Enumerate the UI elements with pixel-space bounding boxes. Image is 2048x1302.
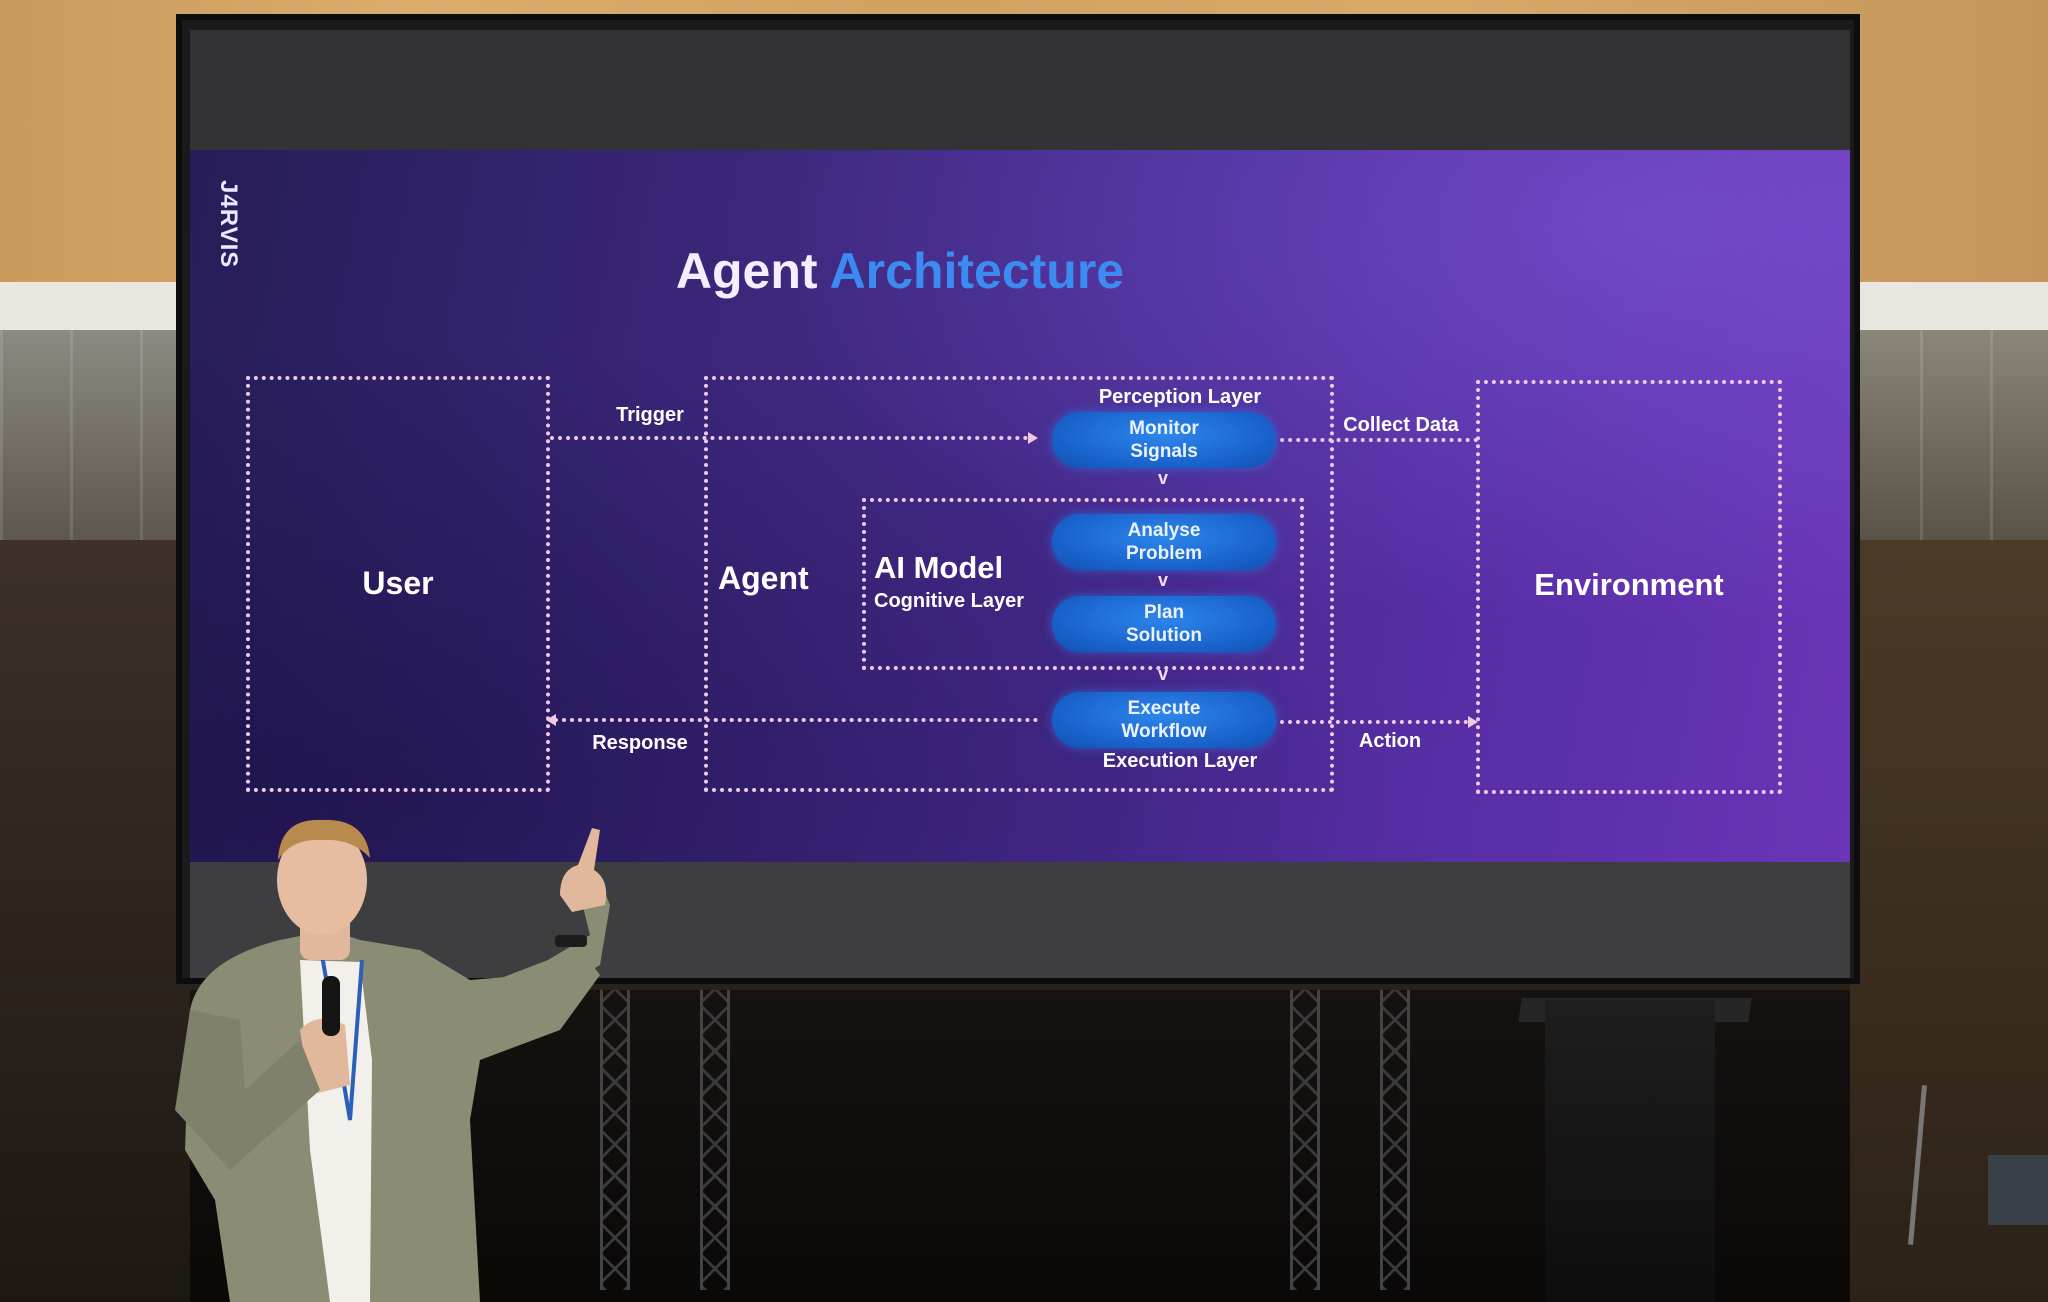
agent-box: Agent bbox=[704, 376, 1334, 792]
plan-solution-pill: Plan Solution bbox=[1052, 596, 1276, 652]
trigger-arrow-icon bbox=[1028, 432, 1038, 444]
pill-line: Plan bbox=[1143, 602, 1185, 623]
ai-model-label: AI Model bbox=[874, 550, 1004, 585]
chevron-down-icon: v bbox=[1158, 664, 1169, 684]
environment-label: Environment bbox=[1534, 567, 1724, 602]
chevron-down-icon: v bbox=[1158, 570, 1169, 590]
pill-line: Execute bbox=[1127, 698, 1201, 719]
response-line bbox=[554, 718, 1038, 722]
action-line bbox=[1272, 720, 1468, 724]
slide-title: Agent Architecture bbox=[190, 242, 1610, 300]
response-arrow-icon bbox=[546, 714, 556, 726]
pill-line: Analyse bbox=[1127, 520, 1201, 541]
action-label: Action bbox=[1358, 730, 1422, 752]
podium bbox=[1545, 1000, 1715, 1302]
truss-support bbox=[600, 990, 630, 1290]
execute-workflow-pill: Execute Workflow bbox=[1052, 692, 1276, 748]
cognitive-layer-box: AI Model Cognitive Layer bbox=[862, 498, 1304, 670]
action-arrow-icon bbox=[1468, 716, 1478, 728]
agent-label: Agent bbox=[718, 560, 809, 596]
audience-area bbox=[0, 540, 200, 1302]
execution-layer-label: Execution Layer bbox=[1102, 750, 1258, 772]
pill-line: Workflow bbox=[1121, 721, 1207, 742]
pill-line: Problem bbox=[1125, 543, 1203, 564]
screen-top-margin bbox=[190, 30, 1850, 152]
user-box: User bbox=[246, 376, 550, 792]
pill-line: Signals bbox=[1130, 441, 1198, 462]
chevron-down-icon: v bbox=[1158, 468, 1169, 488]
laptop bbox=[1988, 1155, 2048, 1225]
perception-layer-label: Perception Layer bbox=[1098, 386, 1262, 408]
truss-support bbox=[700, 990, 730, 1290]
glass-window-right bbox=[1850, 330, 2048, 540]
trigger-line bbox=[550, 436, 1036, 440]
truss-support bbox=[1380, 990, 1410, 1290]
response-label: Response bbox=[592, 732, 688, 754]
cognitive-layer-label: Cognitive Layer bbox=[874, 590, 1025, 612]
environment-box: Environment bbox=[1476, 380, 1782, 794]
analyse-problem-pill: Analyse Problem bbox=[1052, 514, 1276, 570]
slide: J4RVIS Agent Architecture User Agent AI … bbox=[190, 150, 1850, 862]
collect-data-line bbox=[1272, 438, 1478, 442]
trigger-label: Trigger bbox=[616, 404, 684, 426]
collect-data-label: Collect Data bbox=[1343, 414, 1459, 436]
pill-line: Solution bbox=[1126, 625, 1202, 646]
glass-window-left bbox=[0, 330, 190, 540]
title-part-architecture: Architecture bbox=[829, 243, 1125, 299]
pill-line: Monitor bbox=[1129, 418, 1199, 439]
truss-support bbox=[1290, 990, 1320, 1290]
user-label: User bbox=[362, 565, 434, 601]
screen-bottom-margin bbox=[190, 860, 1850, 978]
title-part-agent: Agent bbox=[675, 243, 818, 299]
monitor-signals-pill: Monitor Signals bbox=[1052, 412, 1276, 468]
